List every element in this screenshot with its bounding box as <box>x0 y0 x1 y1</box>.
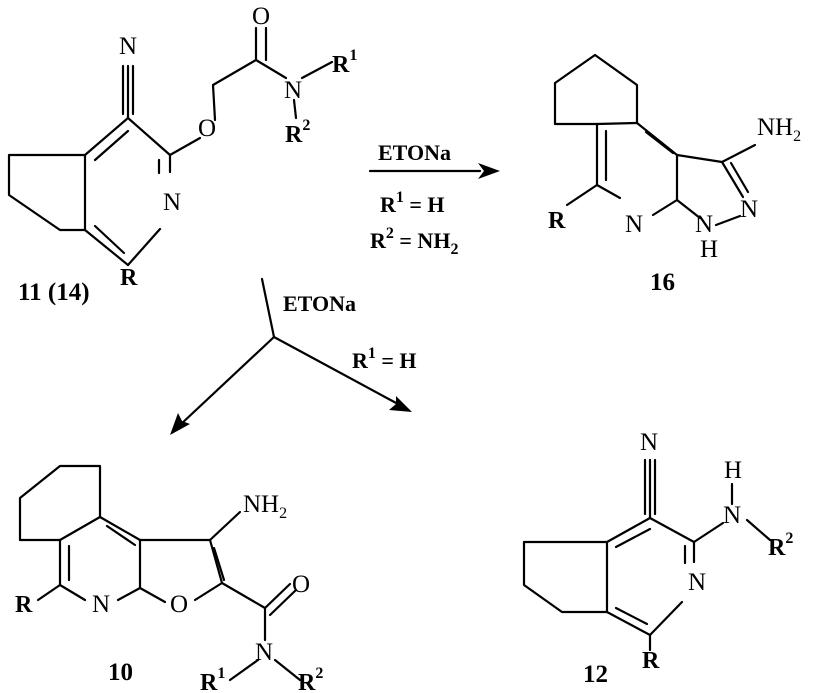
c16-ring-n: N <box>625 211 643 238</box>
c12-r: R <box>642 648 660 674</box>
c10-ring-n: N <box>92 591 110 618</box>
condition-r1-h-1: R1 = H <box>380 189 445 217</box>
compound-label-10: 10 <box>108 659 133 686</box>
compound-label-16: 16 <box>650 269 675 296</box>
condition-r2-nh2: R2 = NH2 <box>370 225 458 258</box>
c10-furan-o: O <box>170 591 188 618</box>
c16-r: R <box>548 208 566 234</box>
c11-r: R <box>120 265 138 291</box>
compound-16 <box>553 53 757 227</box>
c11-amide-n: N <box>284 77 302 104</box>
reagent-etona-1: ETONa <box>378 140 451 165</box>
c12-r2: R2 <box>768 530 793 561</box>
compound-11 <box>7 26 334 267</box>
split-arrow <box>170 277 412 435</box>
c12-ring-n: N <box>688 569 706 596</box>
c11-carbonyl-o: O <box>252 3 270 30</box>
compound-label-12: 12 <box>583 661 608 688</box>
c16-pyrazole-n: N <box>740 196 758 223</box>
c11-r1: R1 <box>332 47 357 78</box>
c10-amide-n: N <box>255 639 273 666</box>
compound-label-11: 11 (14) <box>18 279 90 306</box>
c10-nh2: NH2 <box>243 491 287 522</box>
c12-amine-h: H <box>724 457 742 484</box>
c12-nitrile-n: N <box>640 429 658 456</box>
c16-nh2: NH2 <box>757 114 801 145</box>
c11-nitrile-n: N <box>119 33 137 60</box>
c10-r1: R1 <box>200 665 225 693</box>
condition-r1-h-2: R1 = H <box>352 345 417 373</box>
reagent-etona-2: ETONa <box>283 291 356 316</box>
c16-nh-n: N <box>695 211 713 238</box>
c10-carbonyl-o: O <box>292 571 310 598</box>
arrow-to-16 <box>368 163 500 179</box>
c11-ether-o: O <box>198 115 216 142</box>
c10-r: R <box>15 592 33 618</box>
compound-12 <box>522 458 772 652</box>
c10-r2: R2 <box>298 665 323 693</box>
compound-10 <box>18 464 302 682</box>
c12-amine-n: N <box>723 502 741 529</box>
c11-r2: R2 <box>285 117 310 148</box>
c11-ring-n: N <box>163 189 181 216</box>
c16-nh-h: H <box>700 236 718 263</box>
